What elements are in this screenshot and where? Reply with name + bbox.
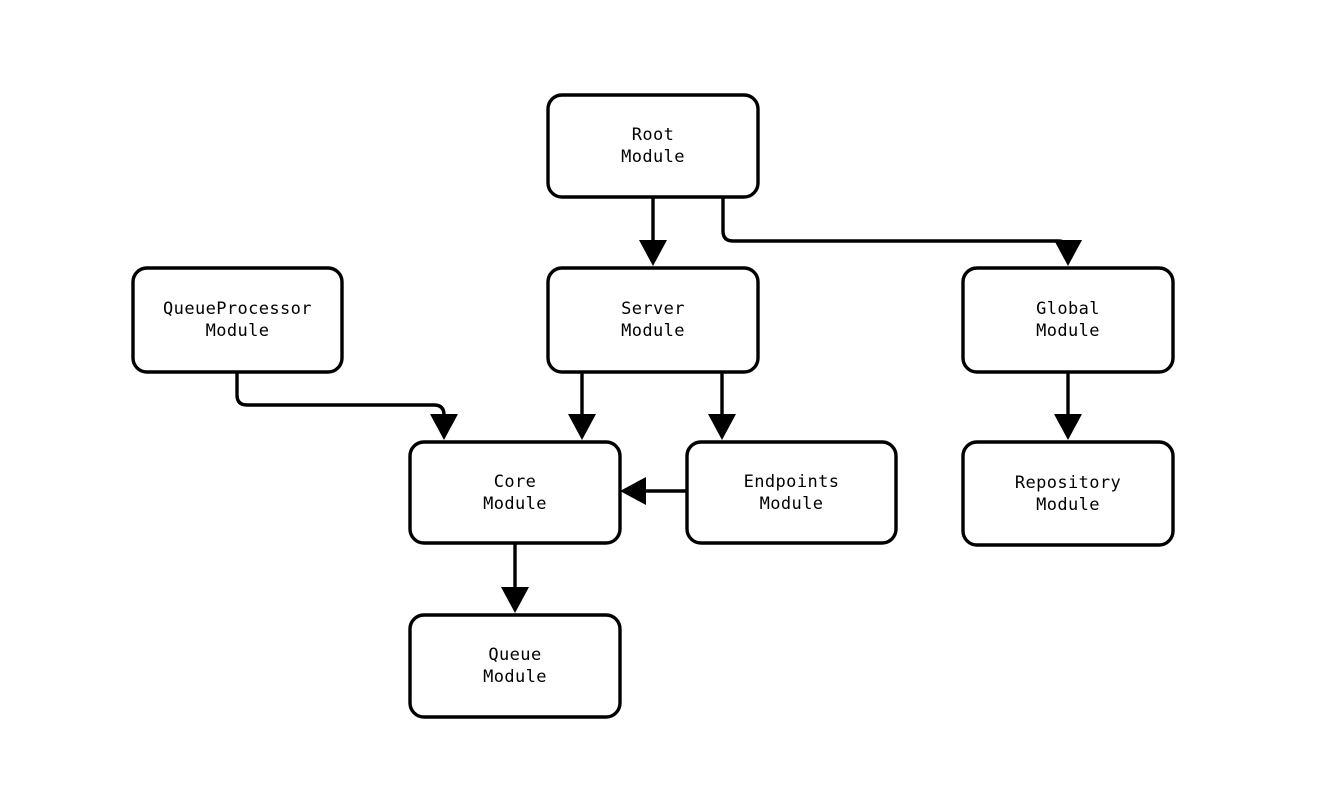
edge-server-to-core-arrowhead <box>568 414 596 440</box>
edge-root-to-global <box>721 197 1082 266</box>
edge-server-to-endpoints <box>708 372 736 440</box>
edge-root-to-server-arrowhead <box>639 240 667 266</box>
nodes-layer <box>131 93 1175 719</box>
edge-root-to-global-line <box>721 197 1070 253</box>
edge-root-to-server <box>639 197 667 266</box>
edge-core-to-queue-arrowhead <box>501 587 529 613</box>
edge-endpoints-to-core-arrowhead <box>620 477 646 505</box>
edge-root-to-global-arrowhead <box>1054 240 1082 266</box>
edge-global-to-repository-arrowhead <box>1054 414 1082 440</box>
edges-layer <box>235 197 1082 613</box>
edge-server-to-core <box>568 372 596 440</box>
node-global-module[interactable] <box>961 266 1175 374</box>
node-repository-module[interactable] <box>961 440 1175 547</box>
edge-global-to-repository <box>1054 372 1082 440</box>
edge-queueprocessor-to-core <box>235 372 458 440</box>
node-core-module[interactable] <box>408 440 622 545</box>
edge-core-to-queue <box>501 543 529 613</box>
edge-queueprocessor-to-core-line <box>235 372 446 423</box>
node-endpoints-module[interactable] <box>685 440 898 545</box>
node-queue-module[interactable] <box>408 613 622 719</box>
edge-queueprocessor-to-core-arrowhead <box>430 414 458 440</box>
edge-server-to-endpoints-arrowhead <box>708 414 736 440</box>
node-queueprocessor-module[interactable] <box>131 266 344 374</box>
node-server-module[interactable] <box>546 266 760 374</box>
edge-endpoints-to-core <box>620 477 687 505</box>
node-root-module[interactable] <box>546 93 760 199</box>
